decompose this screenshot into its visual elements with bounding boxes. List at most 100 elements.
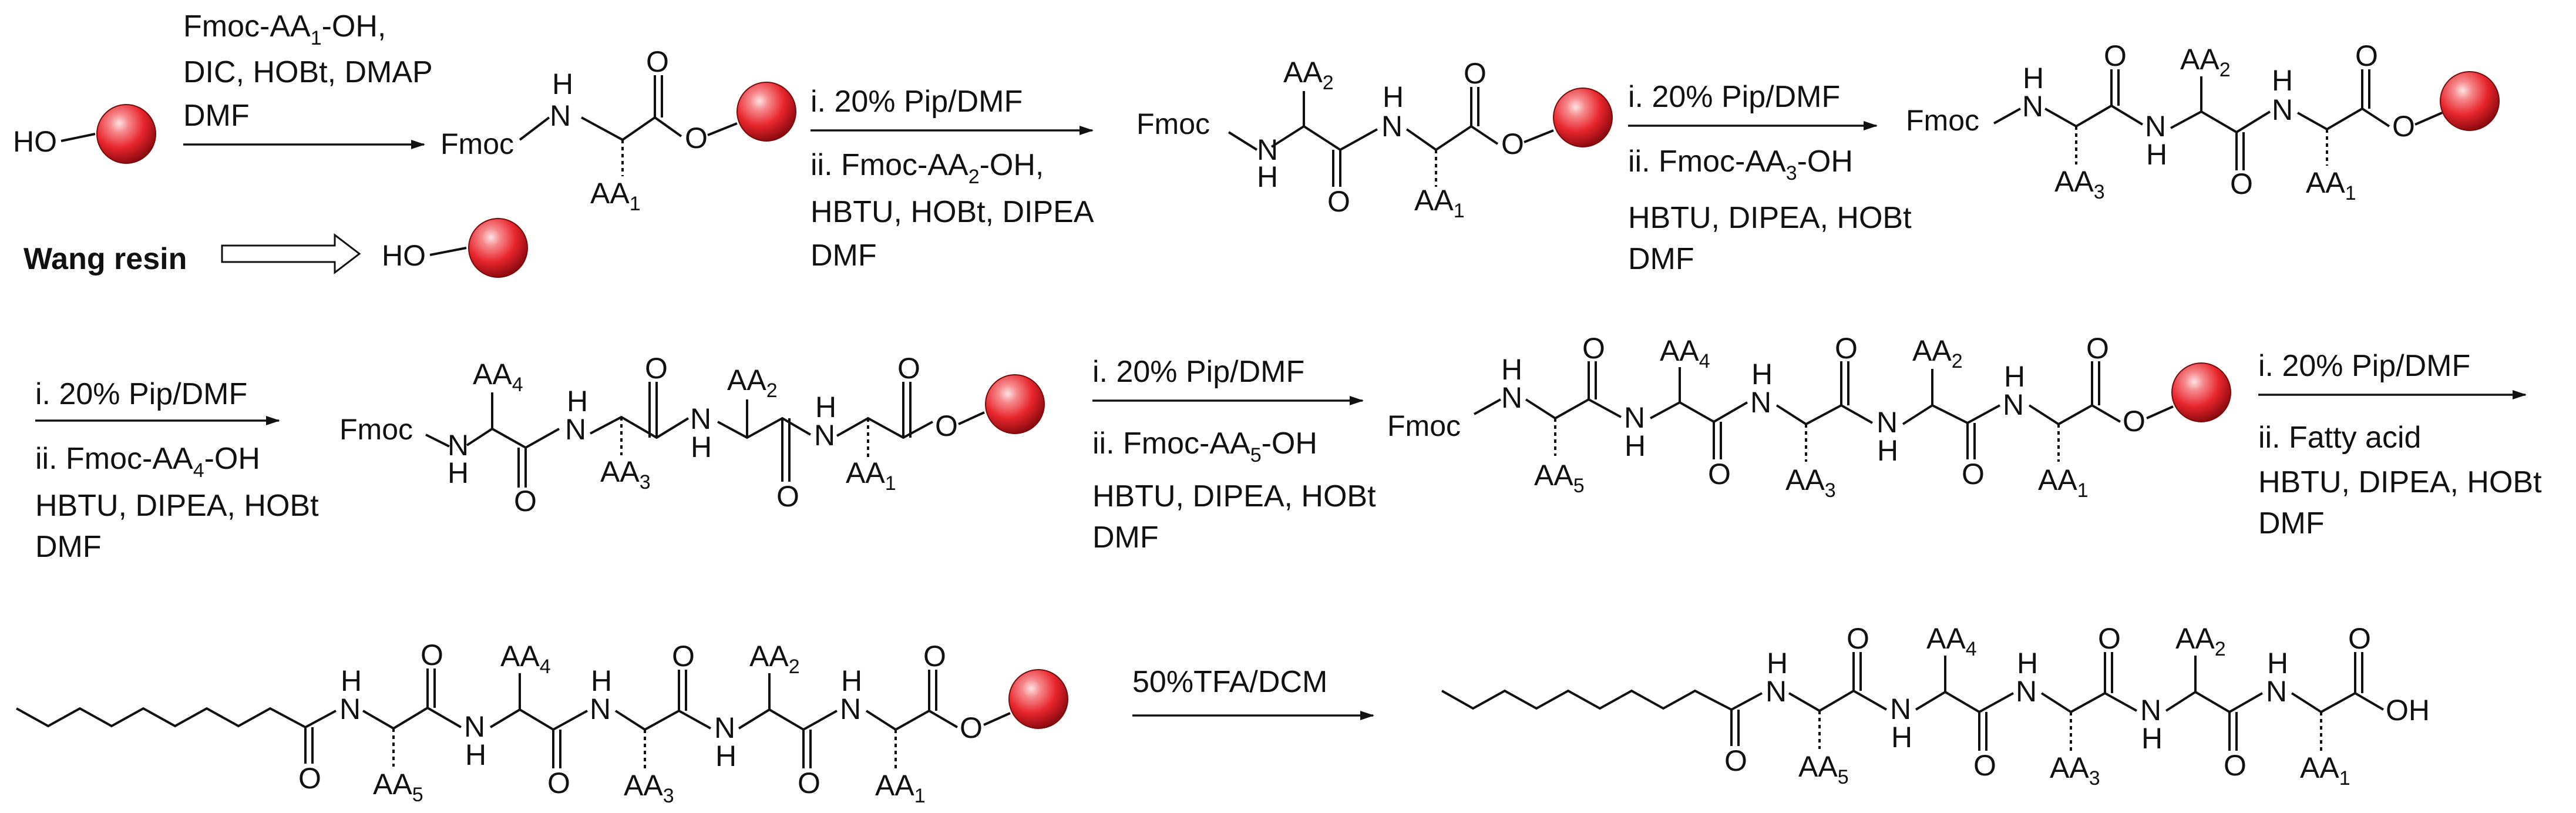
svg-text:N: N [464,710,485,743]
svg-text:N: N [2145,110,2166,143]
product3-atoms: Fmoc N H AA3 O N H AA2 O N H AA1 O O [1906,39,2500,204]
start-resin: HO [13,104,156,164]
svg-text:H: H [1891,721,1912,754]
svg-text:HBTU, DIPEA, HOBt: HBTU, DIPEA, HOBt [2258,465,2542,499]
svg-text:i. 20% Pip/DMF: i. 20% Pip/DMF [2258,349,2470,383]
svg-text:i. 20% Pip/DMF: i. 20% Pip/DMF [1092,355,1304,389]
final-product [1441,652,2385,751]
svg-text:AA1: AA1 [875,769,926,807]
svg-text:H: H [1257,160,1278,193]
svg-text:N: N [690,402,711,435]
svg-text:DMF: DMF [1628,242,1694,276]
svg-text:H: H [2272,64,2293,97]
svg-text:DMF: DMF [811,238,877,273]
svg-text:O: O [923,640,946,673]
svg-text:H: H [841,664,862,697]
svg-text:AA5: AA5 [373,768,423,806]
svg-text:H: H [1767,647,1788,680]
svg-text:H: H [2141,722,2163,755]
svg-text:N: N [2140,694,2161,727]
svg-text:O: O [1724,744,1747,777]
svg-text:N: N [1750,386,1771,419]
product2-atoms: Fmoc N H AA2 O N H AA1 O O [1136,56,1613,222]
svg-text:AA2: AA2 [749,640,800,678]
svg-text:H: H [815,391,836,424]
svg-text:H: H [2023,62,2044,95]
step5: i. 20% Pip/DMF ii. Fmoc-AA5-OH HBTU, DIP… [1092,355,1376,555]
svg-text:N: N [2266,675,2287,708]
product1-atoms: Fmoc N H O O AA1 [440,45,796,215]
svg-text:O: O [547,767,570,799]
svg-text:AA5: AA5 [1534,459,1585,497]
svg-text:AA4: AA4 [1660,334,1710,372]
resin-bead-icon [96,104,156,164]
svg-text:O: O [1582,332,1605,365]
svg-text:N: N [448,429,469,462]
svg-text:OH: OH [2386,694,2430,727]
svg-text:N: N [2016,675,2037,708]
svg-text:Fmoc-AA1-OH,: Fmoc-AA1-OH, [183,9,386,49]
svg-text:DMF: DMF [2258,506,2325,540]
svg-text:O: O [2230,167,2253,200]
svg-text:H: H [2146,138,2167,171]
product2 [1228,87,1554,187]
svg-text:Fmoc: Fmoc [1136,107,1210,140]
svg-text:O: O [897,352,920,385]
svg-text:H: H [1383,80,1404,113]
svg-text:N: N [590,693,611,725]
svg-text:H: H [341,664,362,697]
svg-text:AA3: AA3 [2054,165,2105,203]
svg-text:O: O [514,485,537,518]
svg-text:O: O [935,409,958,442]
svg-text:AA4: AA4 [1926,622,1977,660]
svg-text:N: N [1501,381,1522,414]
svg-text:AA1: AA1 [2038,463,2089,502]
product6 [16,668,1011,768]
svg-text:N: N [2022,90,2043,123]
svg-text:O: O [960,711,983,744]
svg-text:H: H [2017,647,2038,680]
svg-text:Fmoc: Fmoc [1387,409,1461,442]
svg-text:O: O [2224,749,2247,782]
svg-text:O: O [672,640,695,673]
svg-text:O: O [1464,57,1487,90]
svg-text:AA3: AA3 [2050,751,2100,790]
wang-resin-label: Wang resin [23,242,187,276]
svg-text:O: O [1835,332,1858,365]
svg-text:HBTU, DIPEA, HOBt: HBTU, DIPEA, HOBt [1628,201,1912,235]
svg-text:O: O [776,480,799,513]
svg-text:AA1: AA1 [590,177,641,215]
product4-atoms: Fmoc N H AA4 O N H AA3 O N H AA2 O N H A… [339,352,1045,518]
svg-text:N: N [1257,133,1278,166]
svg-text:AA1: AA1 [2306,166,2356,204]
svg-text:Fmoc: Fmoc [1906,104,1979,137]
svg-text:H: H [715,740,737,772]
svg-text:N: N [1890,693,1911,725]
svg-text:HBTU, DIPEA, HOBt: HBTU, DIPEA, HOBt [1092,479,1376,513]
svg-text:N: N [1876,406,1898,439]
svg-text:O: O [1708,458,1731,491]
svg-text:H: H [552,68,573,100]
svg-text:O: O [645,352,668,385]
svg-text:O: O [1973,749,1996,782]
svg-text:DMF: DMF [183,99,250,133]
svg-text:H: H [2267,647,2288,680]
svg-text:N: N [1765,675,1787,708]
step4: i. 20% Pip/DMF ii. Fmoc-AA4-OH HBTU, DIP… [35,377,319,564]
resin-bead-icon [985,374,1045,434]
svg-text:O: O [421,639,443,671]
svg-text:O: O [2355,39,2378,72]
svg-text:O: O [2098,622,2121,655]
svg-text:H: H [567,385,588,418]
svg-text:N: N [2272,93,2293,126]
svg-text:AA2: AA2 [1912,334,1963,372]
product6-atoms: O N H AA5 O N H AA4 O N H AA3 O N H AA2 … [298,639,1068,807]
svg-text:N: N [814,419,835,452]
svg-text:AA2: AA2 [1283,56,1334,94]
svg-text:N: N [714,711,735,744]
step1: Fmoc-AA1-OH, DIC, HOBt, DMAP DMF [183,9,433,149]
svg-text:AA3: AA3 [624,769,674,807]
product3 [1993,69,2443,170]
